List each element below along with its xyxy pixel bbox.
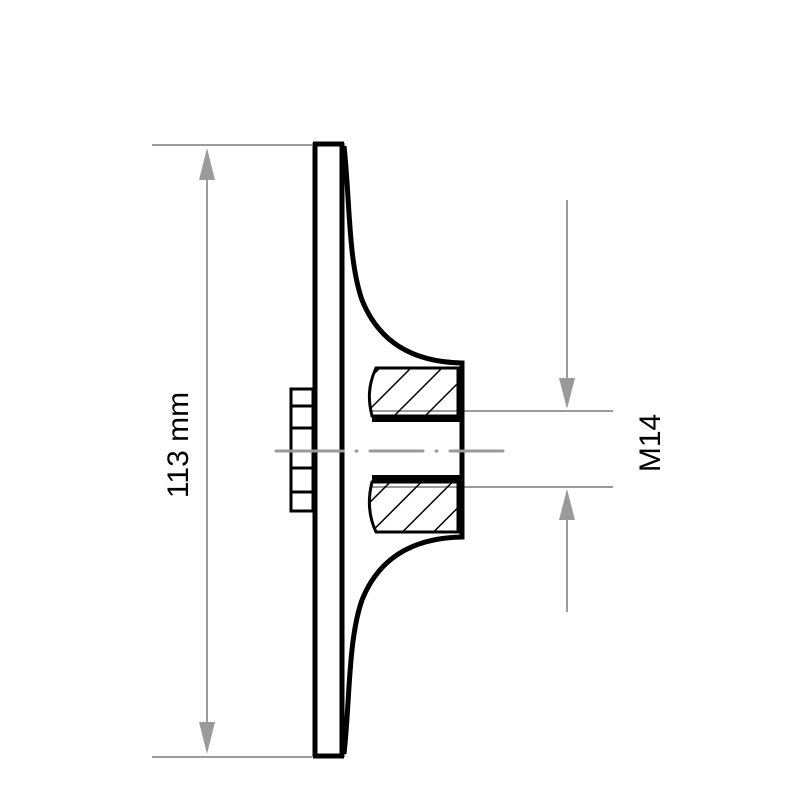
diameter-label: 113 mm: [162, 392, 195, 498]
hub-section-bottom: [367, 480, 460, 534]
diameter-dimension: [152, 144, 312, 758]
hub-section-top: [367, 366, 460, 418]
thread-label: M14: [634, 414, 667, 472]
